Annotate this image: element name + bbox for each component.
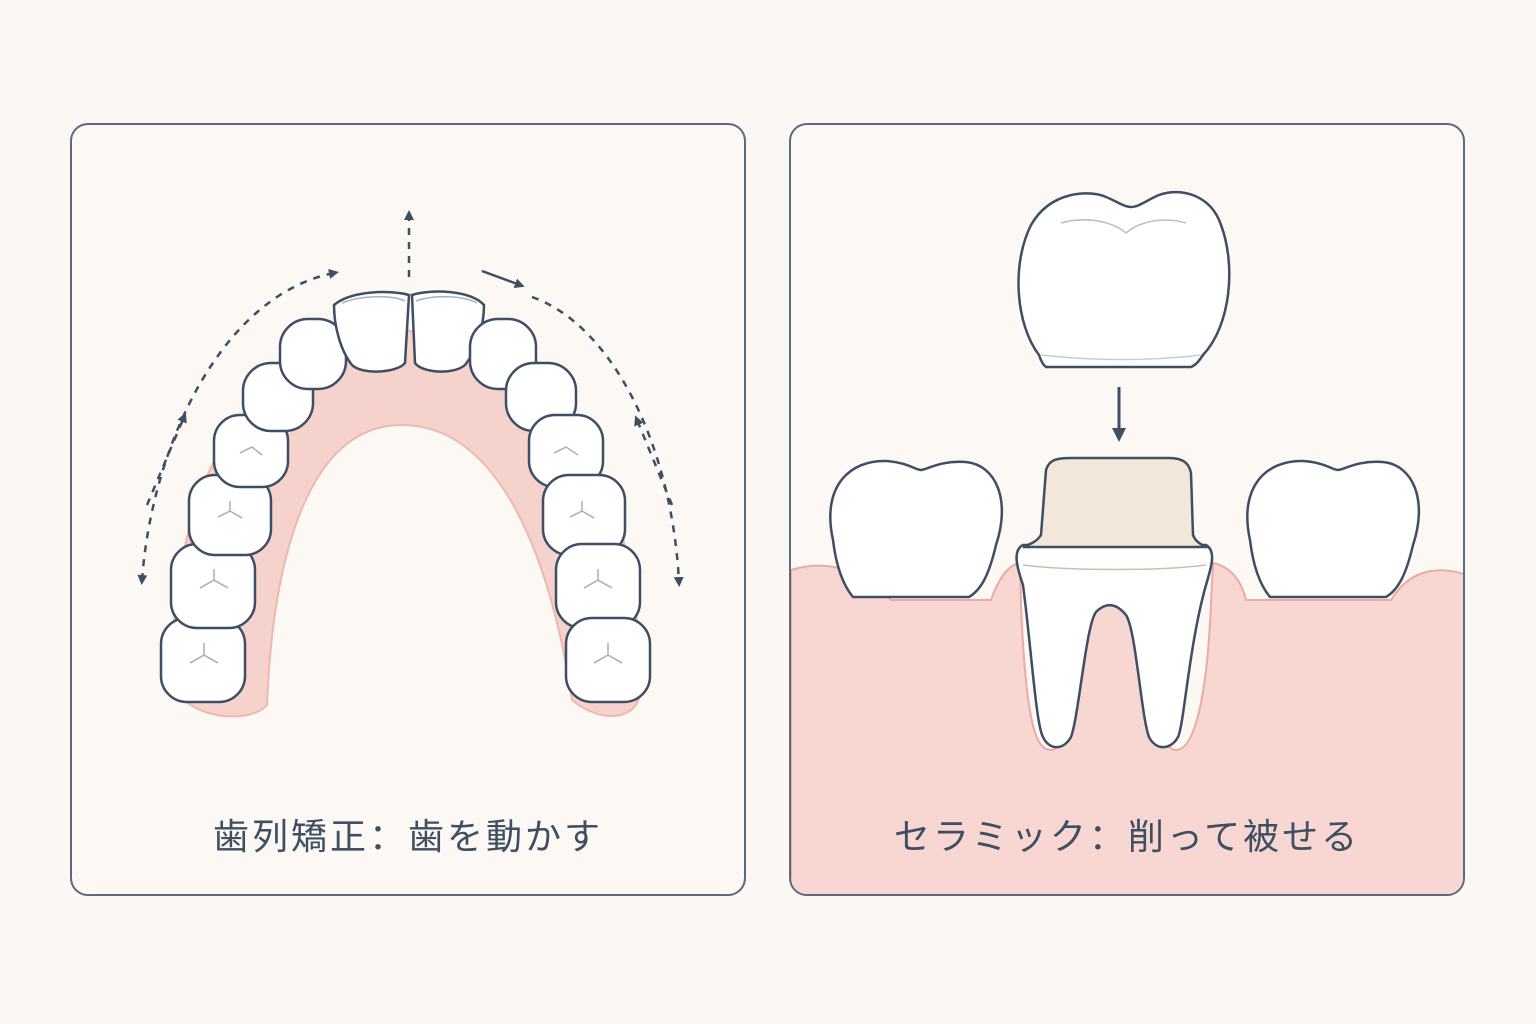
ceramic-crown [1017, 190, 1231, 369]
molar-tooth [169, 542, 257, 630]
arrow-short-right-icon [481, 269, 525, 288]
crown-cusp-line [1060, 219, 1187, 235]
molar-tooth [554, 542, 642, 630]
molar-tooth [564, 616, 652, 704]
orthodontics-panel: 歯列矯正：歯を動かす [70, 123, 746, 896]
arrow-curve-left-icon [137, 269, 339, 585]
teeth-right-side [410, 290, 652, 704]
ceramic-crown-panel: セラミック：削って被せる [789, 123, 1465, 896]
crown-margin-line [1040, 354, 1202, 361]
dental-arch-illustration [137, 210, 684, 718]
arrow-left-up-icon [145, 412, 187, 506]
prep-margin-line [1022, 564, 1207, 571]
movement-arrows [137, 210, 684, 587]
prepared-tooth-root [1015, 543, 1214, 749]
ceramic-caption: セラミック：削って被せる [893, 817, 1361, 858]
molar-tooth [159, 616, 247, 704]
arrow-curve-right-icon [531, 295, 684, 587]
crown-illustration [791, 190, 1463, 894]
orthodontics-caption: 歯列矯正：歯を動かす [212, 817, 603, 858]
neighbour-tooth-left [829, 459, 1004, 599]
neighbour-tooth-right [1246, 459, 1421, 599]
prepared-tooth-stump [1022, 456, 1211, 549]
arrow-right-up-icon [634, 415, 674, 506]
